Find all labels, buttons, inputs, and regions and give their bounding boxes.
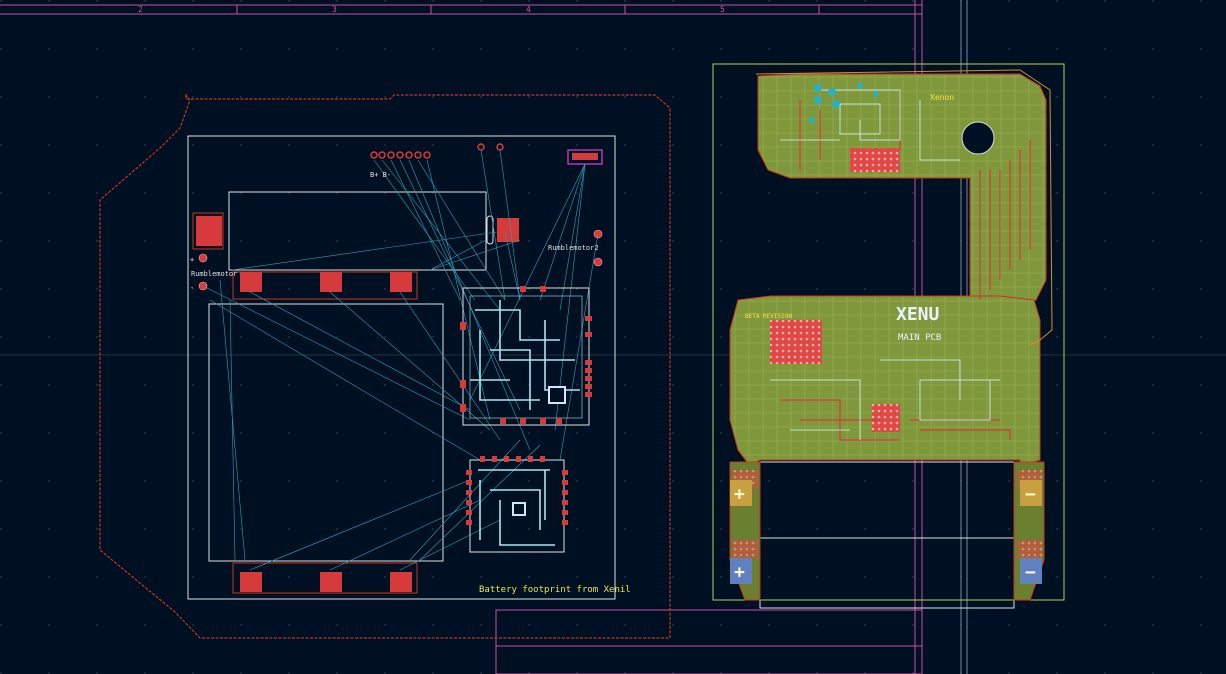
edge-cuts-outline: [99, 93, 671, 639]
rumble-motor-label: Rumblemotor: [191, 270, 237, 278]
mounting-hole: [961, 121, 995, 155]
battery-pads-top: [232, 271, 418, 300]
silk-traces: [770, 89, 1000, 440]
column-number: 4: [526, 5, 531, 14]
battery-plus-label: +: [734, 484, 745, 505]
connector-header: [370, 143, 504, 159]
battery-minus-label: −: [1025, 562, 1036, 583]
rumble-pad: [497, 218, 519, 242]
edge-cuts-outline: [755, 69, 1053, 346]
slot-pad: [486, 215, 494, 245]
mcu-module-top: [460, 286, 592, 426]
silk-board-subtitle: MAIN PCB: [898, 333, 941, 343]
usb-connector-pads: [572, 153, 598, 160]
battery-pads-bottom: [232, 562, 418, 594]
pin-minus-label: -: [190, 284, 194, 292]
left-board[interactable]: Rumblemotor Rumblemotor2 B+ B- + - Batte…: [99, 93, 671, 639]
column-number: 2: [138, 5, 143, 14]
sheet-column-labels: 2 3 4 5: [138, 5, 725, 14]
battery-footprint-top: [228, 191, 487, 271]
rumble-pad-outline: [192, 212, 224, 250]
mcu-module-bottom: [466, 456, 568, 553]
board-courtyard: [712, 63, 1065, 601]
rumble-pins: [198, 229, 603, 291]
pin-plus-label: +: [190, 256, 194, 264]
right-board[interactable]: + − + − XENU MAIN PCB BETA REVISION Xeno…: [712, 63, 1065, 609]
battery-minus-label: −: [1025, 484, 1036, 505]
silk-beta-revision: BETA REVISION: [745, 313, 792, 320]
battery-terminals: [730, 480, 1042, 584]
teal-vias: [809, 83, 879, 123]
column-number: 3: [332, 5, 337, 14]
battery-footprint-note: Battery footprint from Xenil: [479, 585, 631, 595]
rumble-motor2-label: Rumblemotor2: [548, 244, 599, 252]
connector-label: B+ B-: [370, 171, 391, 179]
rumble-pad: [196, 216, 222, 246]
copper-pads: [732, 148, 1042, 558]
battery-plus-label: +: [734, 562, 745, 583]
silk-top-label: Xenon: [930, 93, 954, 102]
board-courtyard: [187, 135, 616, 600]
ratsnest: [202, 149, 599, 571]
battery-footprint-main: [208, 303, 444, 562]
column-number: 5: [720, 5, 725, 14]
silk-board-name: XENU: [896, 304, 939, 325]
